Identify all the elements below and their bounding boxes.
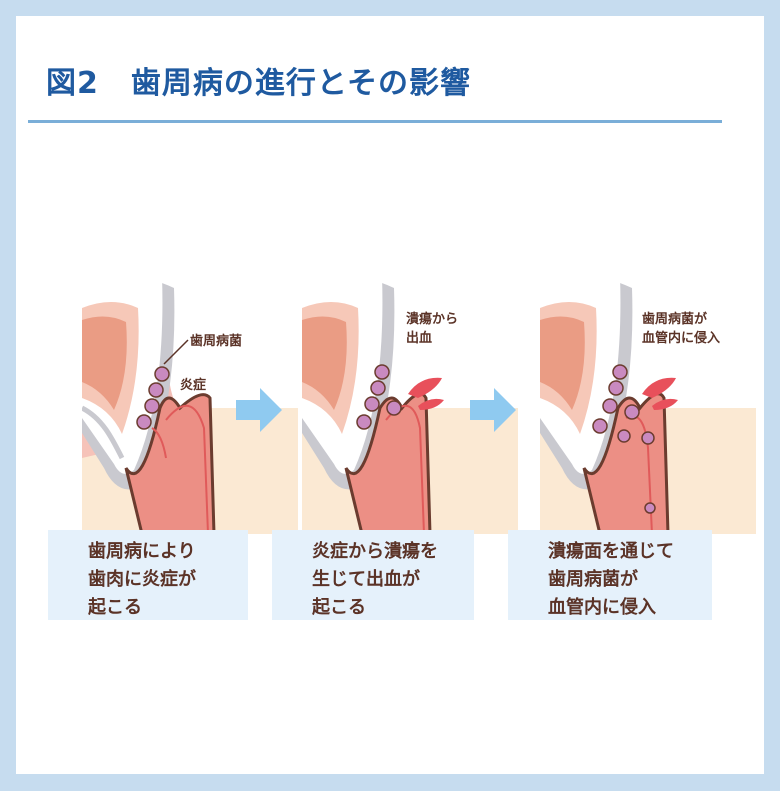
figure-title: 図2 歯周病の進行とその影響 xyxy=(46,58,471,102)
bacteria-icon xyxy=(154,366,170,382)
stage-3-caption: 潰瘍面を通じて歯周病菌が血管内に侵入 xyxy=(508,530,712,620)
figure-number: 図2 xyxy=(46,66,99,101)
right-arrow-icon xyxy=(236,388,282,436)
bacteria-icon xyxy=(644,502,656,514)
stage-2-caption: 炎症から潰瘍を生じて出血が起こる xyxy=(272,530,474,620)
bacteria-icon xyxy=(144,398,160,414)
figure-title-text: 歯周病の進行とその影響 xyxy=(130,66,471,101)
label-leader-line xyxy=(163,339,189,365)
blood-drops xyxy=(642,377,678,410)
title-divider xyxy=(28,120,722,123)
bacteria-icon xyxy=(624,404,640,420)
bacteria-icon xyxy=(602,398,618,414)
stage-1-caption: 歯周病により歯肉に炎症が起こる xyxy=(48,530,248,620)
bacteria-icon xyxy=(374,364,390,380)
bacteria-cluster-2 xyxy=(356,364,402,430)
stage-1-bacteria-label: 歯周病菌 xyxy=(190,334,243,349)
bacteria-icon xyxy=(136,414,152,430)
blood-drop-icon xyxy=(642,377,676,398)
stage-3-label: 歯周病菌が血管内に侵入 xyxy=(642,312,721,346)
bacteria-icon xyxy=(612,364,628,380)
bacteria-icon xyxy=(148,382,164,398)
stage-1-inflammation-label: 炎症 xyxy=(180,378,207,393)
bacteria-icon xyxy=(608,380,624,396)
stage-2-label: 潰瘍から出血 xyxy=(406,312,459,346)
bacteria-cluster-3 xyxy=(592,364,656,514)
bacteria-icon xyxy=(617,429,631,443)
bacteria-icon xyxy=(641,431,655,445)
blood-drop-icon xyxy=(418,398,444,410)
blood-drop-icon xyxy=(652,398,678,410)
blood-drops xyxy=(408,377,444,410)
bacteria-icon xyxy=(364,396,380,412)
bacteria-cluster-1 xyxy=(136,366,170,430)
right-arrow-icon xyxy=(470,388,516,436)
blood-drop-icon xyxy=(408,377,442,398)
bacteria-icon xyxy=(386,400,402,416)
bacteria-icon xyxy=(370,380,386,396)
bacteria-icon xyxy=(592,418,608,434)
bacteria-icon xyxy=(356,414,372,430)
